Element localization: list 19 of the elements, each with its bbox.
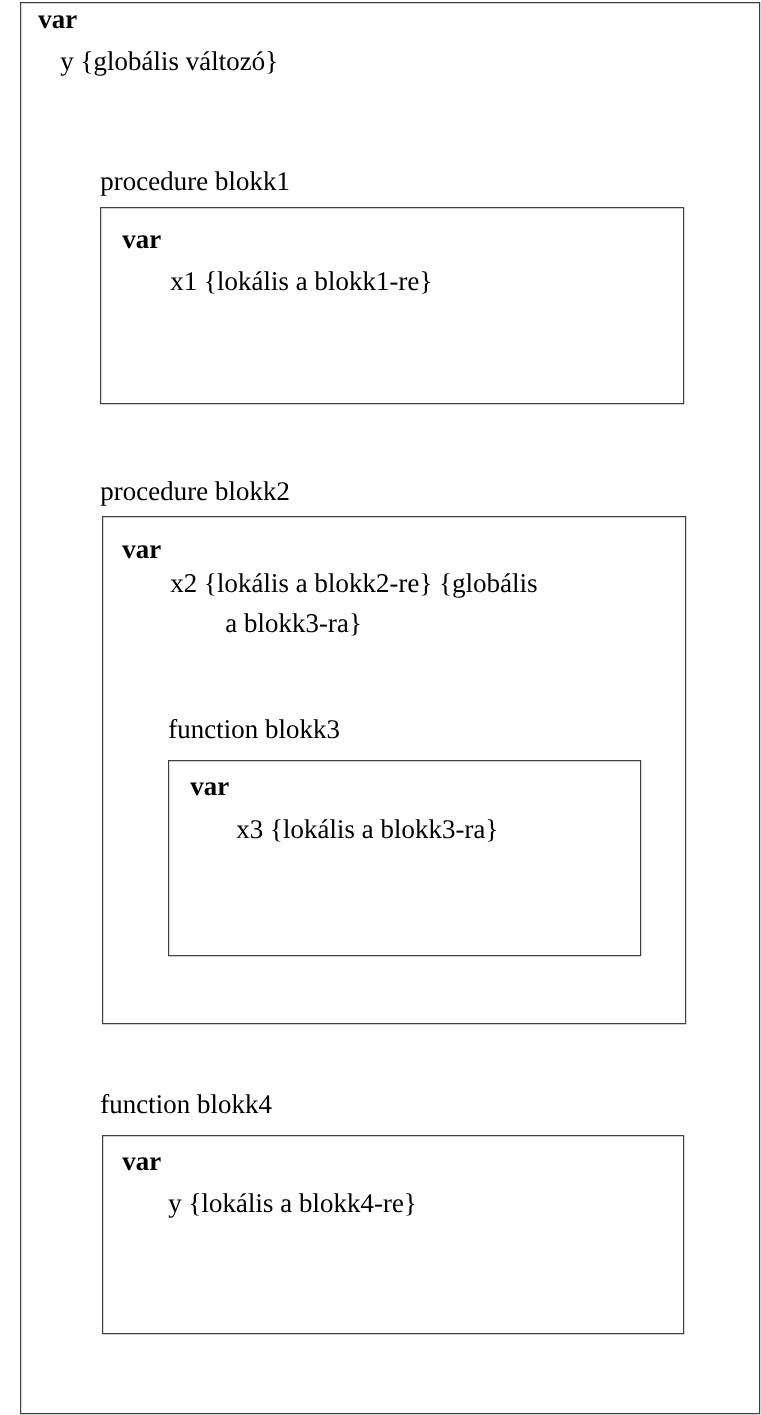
code-text: var bbox=[122, 1157, 161, 1171]
code-text: var bbox=[122, 545, 161, 559]
block-frame bbox=[101, 1094, 685, 1335]
code-text: var bbox=[190, 782, 229, 796]
block-frame bbox=[100, 481, 687, 1025]
block-frame bbox=[100, 171, 685, 405]
code-text: y {globális változó} bbox=[60, 51, 276, 76]
code-text: procedure blokk1 bbox=[100, 171, 289, 196]
block-frame bbox=[20, 2, 761, 1415]
code-text: function blokk4 bbox=[101, 1094, 272, 1114]
code-text: function blokk3 bbox=[169, 719, 339, 739]
code-text: var bbox=[38, 15, 77, 29]
code-text: x1 {lokális a blokk1-re} bbox=[170, 271, 430, 294]
code-text: y {lokális a blokk4-re} bbox=[168, 1193, 415, 1218]
code-text: x3 {lokális a blokk3-ra} bbox=[236, 819, 496, 842]
code-text: x2 {lokális a blokk2-re} {globális a blokk3-ra} bbox=[170, 573, 537, 636]
code-text: var bbox=[122, 235, 161, 249]
code-text: procedure blokk2 bbox=[100, 481, 289, 506]
block-frame bbox=[168, 719, 642, 957]
